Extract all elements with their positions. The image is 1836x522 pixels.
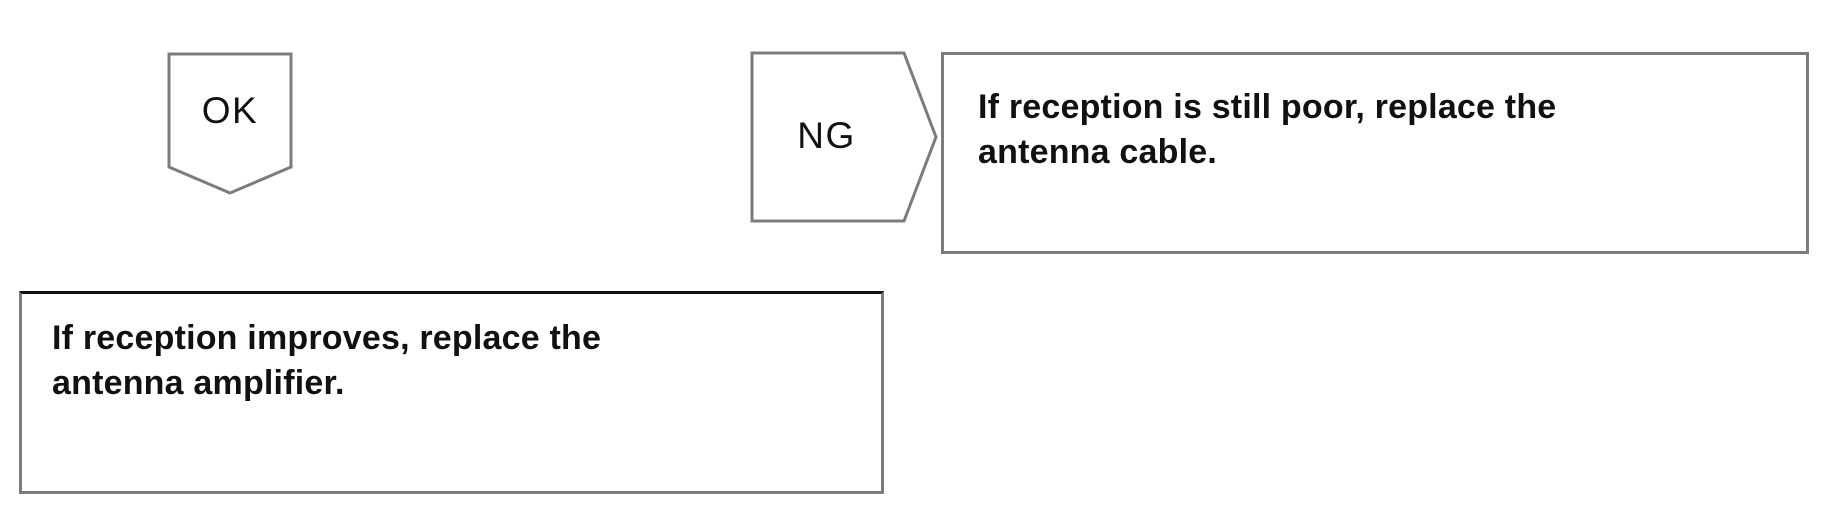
note-box-amplifier[interactable]: If reception improves, replace the anten… [19, 291, 884, 494]
note-box-cable[interactable]: If reception is still poor, replace the … [941, 52, 1809, 254]
ng-result-marker[interactable]: NG [749, 50, 939, 224]
pentagon-down-icon [167, 52, 293, 195]
note-amplifier-text: If reception improves, replace the anten… [52, 319, 602, 402]
chevron-right-icon [750, 51, 938, 223]
ok-result-marker[interactable]: OK [166, 51, 294, 196]
note-cable-text: If reception is still poor, replace the … [978, 88, 1557, 171]
